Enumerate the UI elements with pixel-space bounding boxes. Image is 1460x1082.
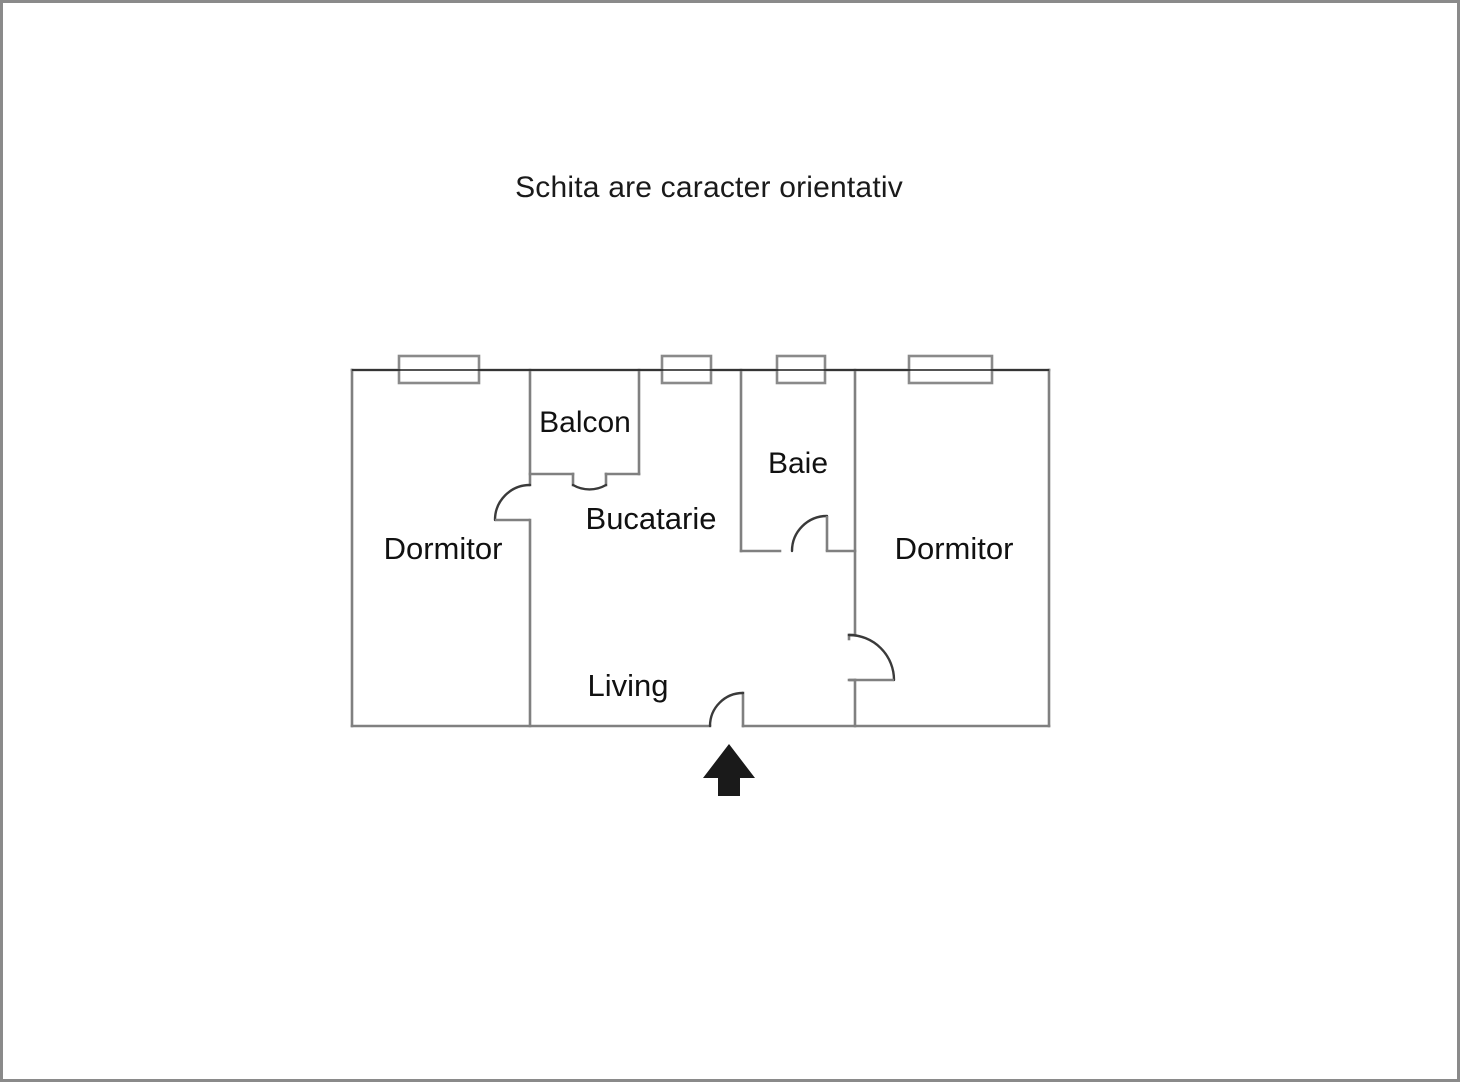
door-entrance-arc — [708, 691, 745, 728]
entrance-arrow — [703, 744, 755, 796]
floor-plan-drawing: Dormitor Balcon Bucatarie Baie Dormitor … — [350, 354, 1051, 796]
room-label-baie: Baie — [768, 447, 828, 480]
door-dormitor-left-arc — [493, 483, 532, 522]
arrow-up-icon — [703, 744, 755, 796]
page-title: Schita are caracter orientativ — [515, 171, 903, 204]
door-balcon-bucatarie-arc — [571, 483, 608, 491]
doors-group — [493, 483, 896, 728]
room-label-living: Living — [588, 668, 669, 703]
door-dormitor-right-arc — [847, 633, 896, 682]
room-label-balcon: Balcon — [539, 406, 631, 439]
windows-group — [352, 354, 1049, 385]
door-baie-arc — [790, 514, 829, 553]
room-label-dormitor-left: Dormitor — [384, 531, 503, 566]
room-labels-group: Dormitor Balcon Bucatarie Baie Dormitor … — [384, 406, 1014, 703]
room-label-bucatarie: Bucatarie — [586, 501, 717, 536]
room-label-dormitor-right: Dormitor — [895, 531, 1014, 566]
door-jambs-group — [495, 516, 894, 682]
